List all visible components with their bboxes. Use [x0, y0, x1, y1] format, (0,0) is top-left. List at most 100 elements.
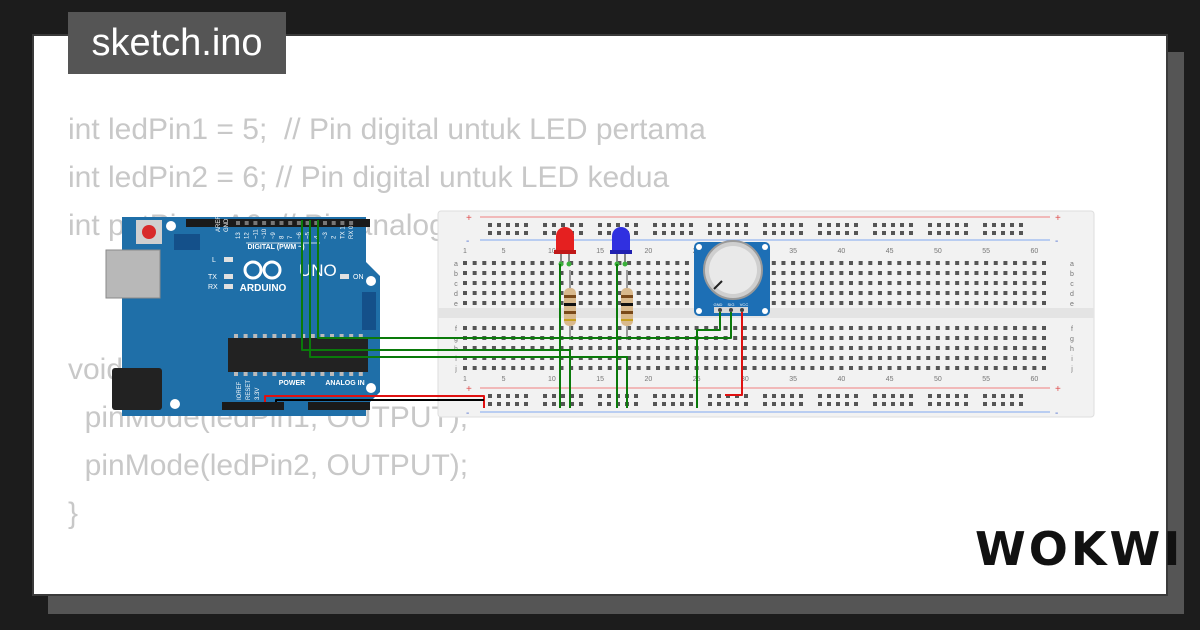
breadboard-hole[interactable]: [810, 261, 815, 265]
breadboard-hole[interactable]: [656, 366, 660, 370]
breadboard-hole[interactable]: [800, 336, 805, 340]
breadboard-hole[interactable]: [945, 336, 950, 340]
breadboard-hole[interactable]: [713, 356, 718, 360]
breadboard-hole[interactable]: [955, 261, 960, 265]
breadboard-hole[interactable]: [849, 366, 853, 370]
breadboard-hole[interactable]: [665, 261, 670, 265]
breadboard-hole[interactable]: [491, 271, 496, 275]
breadboard-rail-hole[interactable]: [854, 394, 858, 398]
breadboard-rail-hole[interactable]: [928, 223, 932, 227]
breadboard-rail-hole[interactable]: [689, 402, 693, 406]
breadboard-hole[interactable]: [974, 271, 979, 275]
breadboard-hole[interactable]: [617, 366, 622, 370]
breadboard-hole[interactable]: [1042, 366, 1046, 370]
breadboard-rail-hole[interactable]: [689, 231, 693, 235]
breadboard-rail-hole[interactable]: [1001, 402, 1005, 406]
breadboard-hole[interactable]: [849, 271, 853, 275]
breadboard-hole[interactable]: [791, 291, 796, 295]
breadboard-hole[interactable]: [781, 366, 786, 370]
breadboard-rail-hole[interactable]: [524, 231, 528, 235]
breadboard-rail-hole[interactable]: [671, 231, 675, 235]
breadboard-hole[interactable]: [858, 281, 863, 285]
breadboard-hole[interactable]: [1042, 261, 1046, 265]
breadboard-hole[interactable]: [704, 356, 709, 360]
breadboard-hole[interactable]: [598, 366, 603, 370]
breadboard-hole[interactable]: [791, 261, 796, 265]
breadboard-hole[interactable]: [463, 281, 467, 285]
breadboard-hole[interactable]: [646, 301, 651, 305]
breadboard-rail-hole[interactable]: [1019, 394, 1023, 398]
breadboard-rail-hole[interactable]: [497, 231, 501, 235]
breadboard-rail-hole[interactable]: [772, 231, 776, 235]
breadboard-hole[interactable]: [916, 346, 921, 350]
breadboard-hole[interactable]: [713, 346, 718, 350]
breadboard-rail-hole[interactable]: [708, 223, 712, 227]
breadboard-hole[interactable]: [617, 346, 622, 350]
breadboard-hole[interactable]: [984, 366, 989, 370]
breadboard-hole[interactable]: [675, 271, 680, 275]
breadboard-rail-hole[interactable]: [854, 402, 858, 406]
breadboard-hole[interactable]: [945, 281, 950, 285]
breadboard-hole[interactable]: [627, 346, 632, 350]
breadboard-rail-hole[interactable]: [854, 223, 858, 227]
breadboard-rail-hole[interactable]: [1019, 231, 1023, 235]
breadboard-hole[interactable]: [1032, 281, 1037, 285]
led-blue[interactable]: [610, 227, 632, 267]
breadboard-rail-hole[interactable]: [1019, 223, 1023, 227]
breadboard-rail-hole[interactable]: [983, 402, 987, 406]
breadboard-hole[interactable]: [598, 261, 603, 265]
breadboard-rail-hole[interactable]: [497, 402, 501, 406]
breadboard-hole[interactable]: [472, 281, 477, 285]
breadboard-rail-hole[interactable]: [1010, 394, 1014, 398]
breadboard-rail-hole[interactable]: [497, 394, 501, 398]
breadboard-hole[interactable]: [800, 301, 805, 305]
breadboard-hole[interactable]: [800, 261, 805, 265]
breadboard-hole[interactable]: [849, 336, 853, 340]
breadboard-hole[interactable]: [540, 261, 545, 265]
breadboard-hole[interactable]: [463, 271, 467, 275]
breadboard-hole[interactable]: [665, 291, 670, 295]
breadboard-rail-hole[interactable]: [561, 394, 565, 398]
breadboard-hole[interactable]: [964, 261, 969, 265]
breadboard-hole[interactable]: [897, 291, 902, 295]
breadboard-rail-hole[interactable]: [598, 231, 602, 235]
breadboard-hole[interactable]: [926, 366, 931, 370]
breadboard-rail-hole[interactable]: [818, 223, 822, 227]
breadboard-rail-hole[interactable]: [909, 402, 913, 406]
breadboard-hole[interactable]: [636, 326, 641, 330]
breadboard-hole[interactable]: [511, 291, 516, 295]
breadboard-rail-hole[interactable]: [726, 231, 730, 235]
breadboard-hole[interactable]: [549, 261, 554, 265]
breadboard-hole[interactable]: [762, 336, 767, 340]
breadboard-rail-hole[interactable]: [680, 394, 684, 398]
breadboard-rail-hole[interactable]: [744, 394, 748, 398]
breadboard-rail-hole[interactable]: [744, 231, 748, 235]
breadboard-hole[interactable]: [781, 326, 786, 330]
breadboard-hole[interactable]: [491, 301, 496, 305]
breadboard-rail-hole[interactable]: [570, 394, 574, 398]
breadboard-hole[interactable]: [752, 356, 757, 360]
breadboard-hole[interactable]: [559, 301, 564, 305]
breadboard-hole[interactable]: [617, 326, 622, 330]
breadboard-hole[interactable]: [578, 271, 583, 275]
breadboard-hole[interactable]: [791, 281, 796, 285]
breadboard-hole[interactable]: [839, 271, 844, 275]
breadboard-hole[interactable]: [877, 271, 882, 275]
breadboard-hole[interactable]: [607, 326, 612, 330]
breadboard-rail-hole[interactable]: [735, 402, 739, 406]
breadboard-hole[interactable]: [665, 271, 670, 275]
breadboard-hole[interactable]: [636, 301, 641, 305]
breadboard-hole[interactable]: [540, 346, 545, 350]
breadboard-hole[interactable]: [897, 301, 902, 305]
breadboard-hole[interactable]: [752, 336, 757, 340]
breadboard-hole[interactable]: [820, 326, 825, 330]
breadboard-hole[interactable]: [501, 301, 506, 305]
breadboard-hole[interactable]: [704, 346, 709, 350]
breadboard-hole[interactable]: [955, 356, 960, 360]
breadboard-rail-hole[interactable]: [653, 231, 657, 235]
breadboard-rail-hole[interactable]: [937, 394, 941, 398]
breadboard-hole[interactable]: [742, 346, 747, 350]
breadboard-hole[interactable]: [501, 366, 506, 370]
breadboard-hole[interactable]: [955, 301, 960, 305]
breadboard-hole[interactable]: [974, 281, 979, 285]
